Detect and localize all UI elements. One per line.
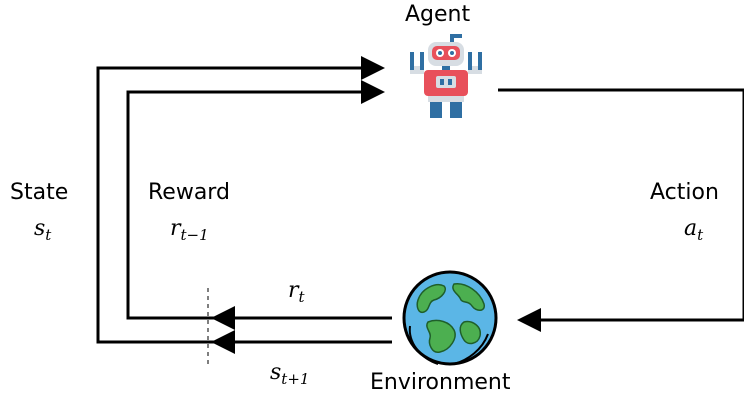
- reward-label: Reward: [148, 180, 230, 205]
- reward-symbol: rt−1: [170, 216, 209, 244]
- reward-next-symbol: rt: [288, 278, 305, 306]
- environment-label: Environment: [370, 370, 511, 395]
- reward-loop-line: [126, 80, 392, 320]
- state-label: State: [10, 180, 69, 205]
- state-symbol: st: [34, 216, 52, 244]
- state-loop-line: [96, 56, 392, 344]
- action-loop-line: [498, 88, 744, 332]
- earth-globe-icon: [398, 266, 502, 370]
- agent-label: Agent: [405, 2, 471, 27]
- robot-icon: [400, 30, 492, 120]
- action-symbol: at: [684, 216, 704, 244]
- state-next-symbol: st+1: [270, 360, 310, 388]
- action-label: Action: [650, 180, 719, 205]
